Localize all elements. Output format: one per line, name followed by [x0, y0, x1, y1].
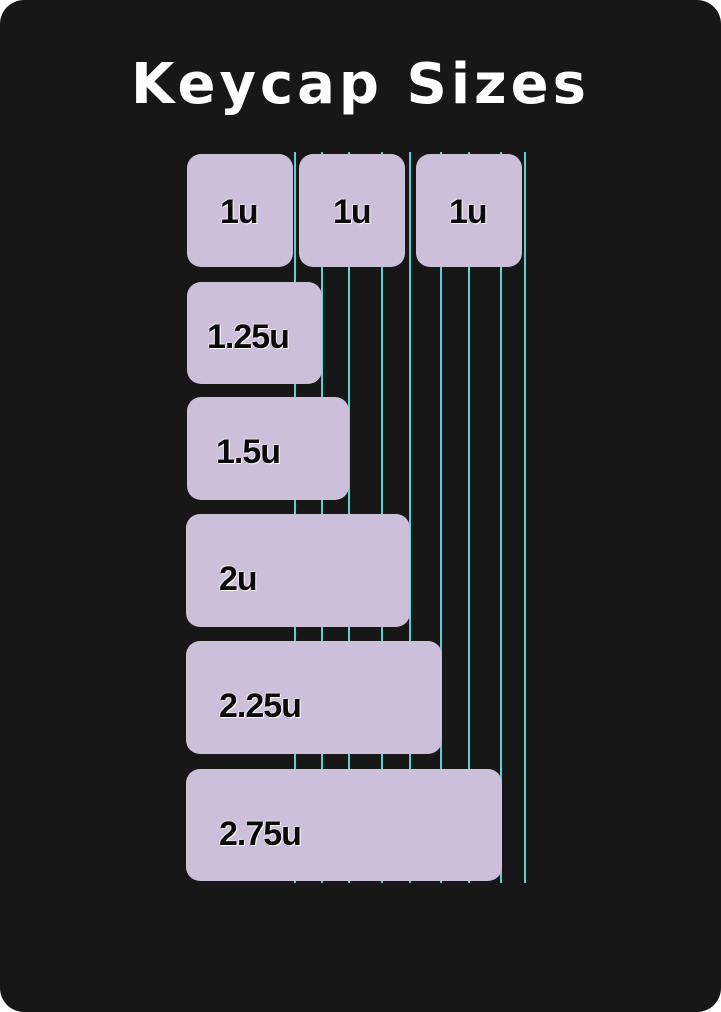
keycap-label: 1.25u: [207, 318, 290, 356]
keycap-2u: 2u: [186, 514, 410, 627]
keycap-label: 1.5u: [216, 433, 281, 471]
page-title: Keycap Sizes: [131, 52, 590, 117]
keycap-label: 1u: [333, 193, 372, 231]
keycap-label: 2.75u: [219, 815, 302, 853]
keycap-1u: 1u: [299, 154, 405, 267]
keycap-1-5u: 1.5u: [187, 397, 349, 500]
keycap-2-75u: 2.75u: [186, 769, 502, 881]
keycap-2-25u: 2.25u: [186, 641, 442, 754]
keycap-label: 1u: [449, 193, 488, 231]
guide-line: [524, 152, 526, 883]
keycap-label: 2.25u: [219, 687, 302, 725]
guide-line: [409, 152, 411, 883]
guide-line: [440, 152, 442, 883]
keycap-1u: 1u: [416, 154, 522, 267]
guide-line: [468, 152, 470, 883]
keycap-1u: 1u: [187, 154, 293, 267]
keycap-label: 1u: [220, 193, 259, 231]
guide-line: [500, 152, 502, 883]
keycap-1-25u: 1.25u: [187, 282, 322, 384]
keycap-label: 2u: [219, 560, 258, 598]
